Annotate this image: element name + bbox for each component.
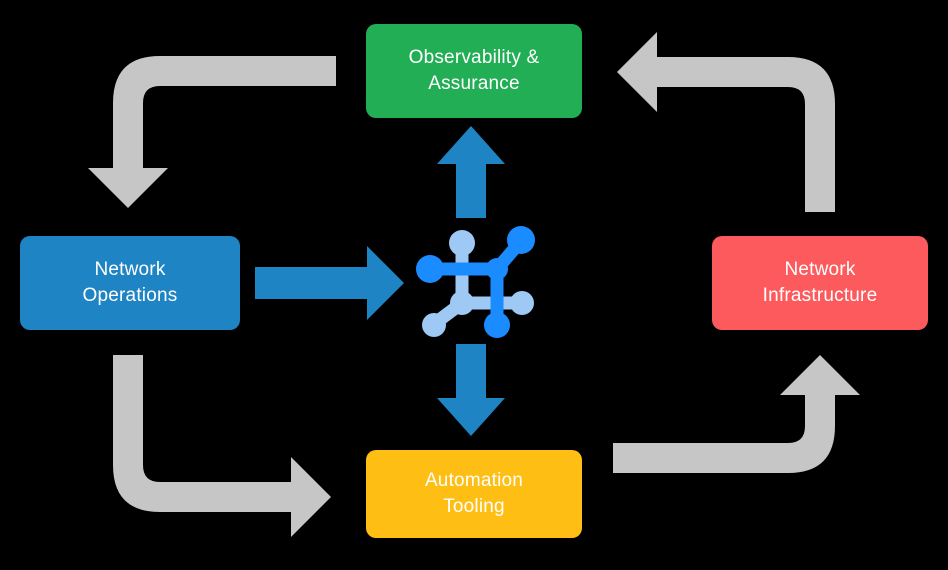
arrow-infrastructure-to-observability xyxy=(617,32,835,212)
node-network-infrastructure[interactable]: Network Infrastructure xyxy=(712,236,928,330)
arrow-observability-to-operations xyxy=(88,56,336,208)
arrow-operations-to-automation xyxy=(113,355,331,537)
node-observability-assurance[interactable]: Observability & Assurance xyxy=(366,24,582,118)
node-observability-label: Observability & Assurance xyxy=(408,47,540,94)
arrow-center-to-observability xyxy=(437,126,505,218)
node-operations-label: Network Operations xyxy=(82,259,178,306)
node-automation-label: Automation Tooling xyxy=(424,470,524,517)
node-infrastructure-label: Network Infrastructure xyxy=(762,259,878,306)
arrow-center-to-automation xyxy=(437,344,505,436)
node-network-operations[interactable]: Network Operations xyxy=(20,236,240,330)
node-automation-tooling[interactable]: Automation Tooling xyxy=(366,450,582,538)
arrow-operations-to-center xyxy=(255,246,404,320)
arrow-automation-to-infrastructure xyxy=(613,355,860,473)
